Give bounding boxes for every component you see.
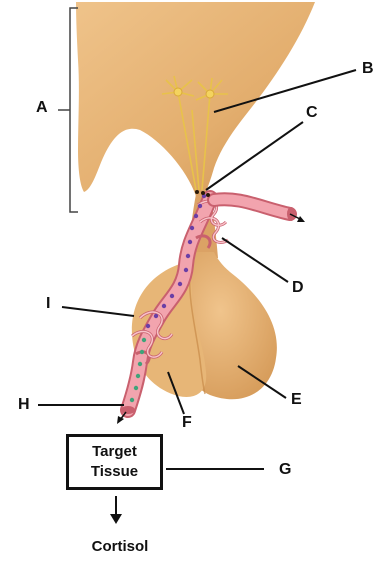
label-i: I: [46, 296, 50, 312]
label-a: A: [36, 100, 48, 116]
label-a-bracket: [58, 8, 78, 212]
label-g: G: [279, 462, 291, 478]
vessel-exit: [121, 406, 135, 414]
target-tissue-line1: Target: [92, 442, 137, 462]
cortisol-arrow-head: [110, 514, 122, 524]
neuron-cell-body-2: [206, 90, 214, 98]
label-e: E: [291, 392, 302, 408]
cortisol-label: Cortisol: [80, 538, 160, 555]
artery-arrow-head: [297, 216, 305, 222]
target-tissue-box: Target Tissue: [66, 434, 163, 490]
label-h: H: [18, 397, 30, 413]
target-tissue-line2: Tissue: [91, 462, 138, 482]
label-c: C: [306, 105, 318, 121]
neuron-cell-body-1: [174, 88, 182, 96]
label-b: B: [362, 61, 374, 77]
label-f: F: [182, 415, 192, 431]
hypothalamus-tissue: [76, 2, 315, 196]
label-d: D: [292, 280, 304, 296]
leader-line-i: [62, 307, 134, 316]
